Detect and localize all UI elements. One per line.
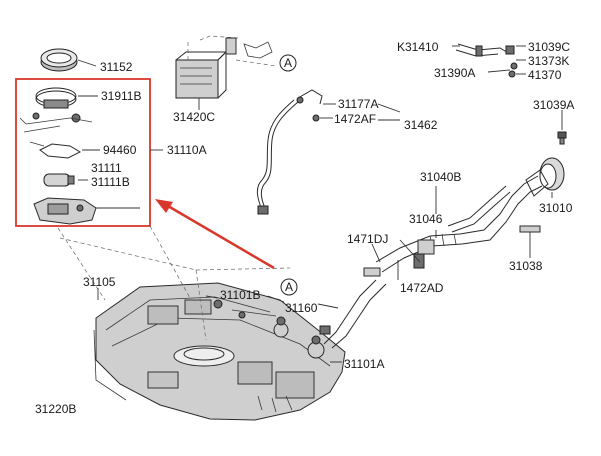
part-label-1472af: 1472AF [334,112,376,126]
part-label-31038: 31038 [509,259,543,273]
lock-ring-drawing [40,48,78,72]
filler-cap-drawing [525,157,565,197]
part-label-31420c: 31420C [173,110,215,124]
top-hose-group-drawing [455,43,518,78]
part-label-31220b: 31220B [35,402,76,416]
fuel-tank-drawing [93,282,346,421]
part-label-31177a: 31177A [338,97,378,111]
filter-reservoir-drawing [33,197,97,225]
part-label-k31410: K31410 [397,40,439,54]
bolt-drawing [557,131,567,145]
part-label-31101a: 31101A [344,357,384,371]
canister-drawing [175,35,277,99]
spacer-drawing [519,225,541,233]
part-label-31010: 31010 [539,201,573,215]
view-a-marker-icon: A [280,278,298,296]
part-label-41370: 41370 [528,68,562,82]
part-label-31911b: 31911B [101,89,141,103]
vapor-tube-drawing [256,89,323,215]
pump-flange-drawing [23,87,93,133]
part-label-31160: 31160 [285,301,318,315]
part-label-31462: 31462 [404,118,438,132]
part-label-31046: 31046 [409,212,443,226]
part-label-31111: 31111 [91,161,122,175]
part-label-94460: 94460 [103,143,137,157]
svg-text:A: A [284,56,292,70]
part-label-31111b: 31111B [91,175,130,189]
part-label-31039a: 31039A [533,98,574,112]
part-label-31105: 31105 [83,275,116,289]
part-label-31152: 31152 [100,60,133,74]
pump-motor-drawing [43,173,75,187]
view-a-marker-icon: A [279,54,297,72]
part-label-1472ad: 1472AD [400,281,444,295]
part-label-31040b: 31040B [420,170,461,184]
callout-arrow-icon [155,199,275,270]
part-label-31373k: 31373K [528,54,569,68]
part-label-1471dj: 1471DJ [347,232,388,246]
filler-neck-drawing [375,175,543,273]
assembly-guide-lines [57,225,291,341]
pump-assembly-highlight-box [15,78,151,227]
svg-text:A: A [285,280,293,294]
part-label-31039c: 31039C [528,40,570,54]
part-label-31390a: 31390A [434,66,475,80]
part-label-31110a: 31110A [167,143,207,157]
bracket-drawing [29,141,82,159]
part-label-31101b: 31101B [220,288,260,302]
filler-hose-drawing [319,267,387,349]
